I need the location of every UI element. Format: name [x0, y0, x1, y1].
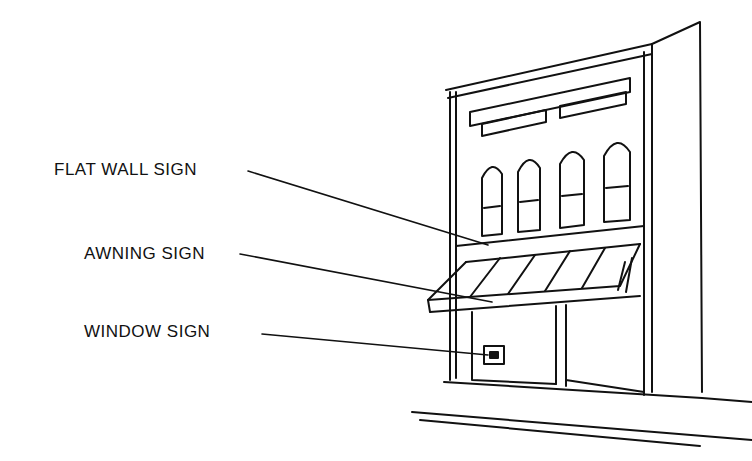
arched-window [560, 152, 584, 228]
facade-left-edge [449, 92, 451, 380]
awning-top [466, 244, 640, 262]
building-outline [446, 22, 702, 395]
arched-window [518, 160, 540, 232]
facade-pilaster [643, 52, 645, 395]
storefront [472, 305, 644, 392]
leader-lines [240, 171, 492, 355]
sidewalk-line [444, 382, 752, 402]
facade-right-edge [651, 44, 653, 392]
leader-line [240, 254, 492, 302]
frieze-panel [482, 110, 546, 136]
callout-label: AWNING SIGN [84, 244, 205, 264]
callout-label: FLAT WALL SIGN [54, 160, 197, 180]
shop-window [472, 312, 556, 384]
frieze-panel [470, 78, 630, 126]
frieze-panel [560, 92, 626, 118]
awning-stripe [618, 258, 632, 292]
cornice-line [446, 44, 652, 90]
arched-windows [482, 143, 630, 236]
cornice-line [448, 54, 652, 98]
awning [428, 244, 640, 312]
leader-line [248, 171, 488, 245]
window-sign-mark [490, 352, 498, 358]
door-frame [556, 305, 566, 386]
arched-window [482, 167, 502, 236]
arched-window [604, 143, 630, 222]
window-muntin [606, 186, 628, 188]
window-muntin [520, 200, 538, 202]
sidewalk [412, 382, 752, 446]
curb-line [420, 420, 700, 446]
window-muntin [484, 206, 500, 208]
callout-label: WINDOW SIGN [84, 322, 210, 342]
leader-line [262, 334, 488, 355]
window-muntin [562, 194, 582, 196]
awning-stripe [470, 248, 605, 297]
awning-front [428, 244, 640, 300]
side-wall [652, 22, 702, 392]
